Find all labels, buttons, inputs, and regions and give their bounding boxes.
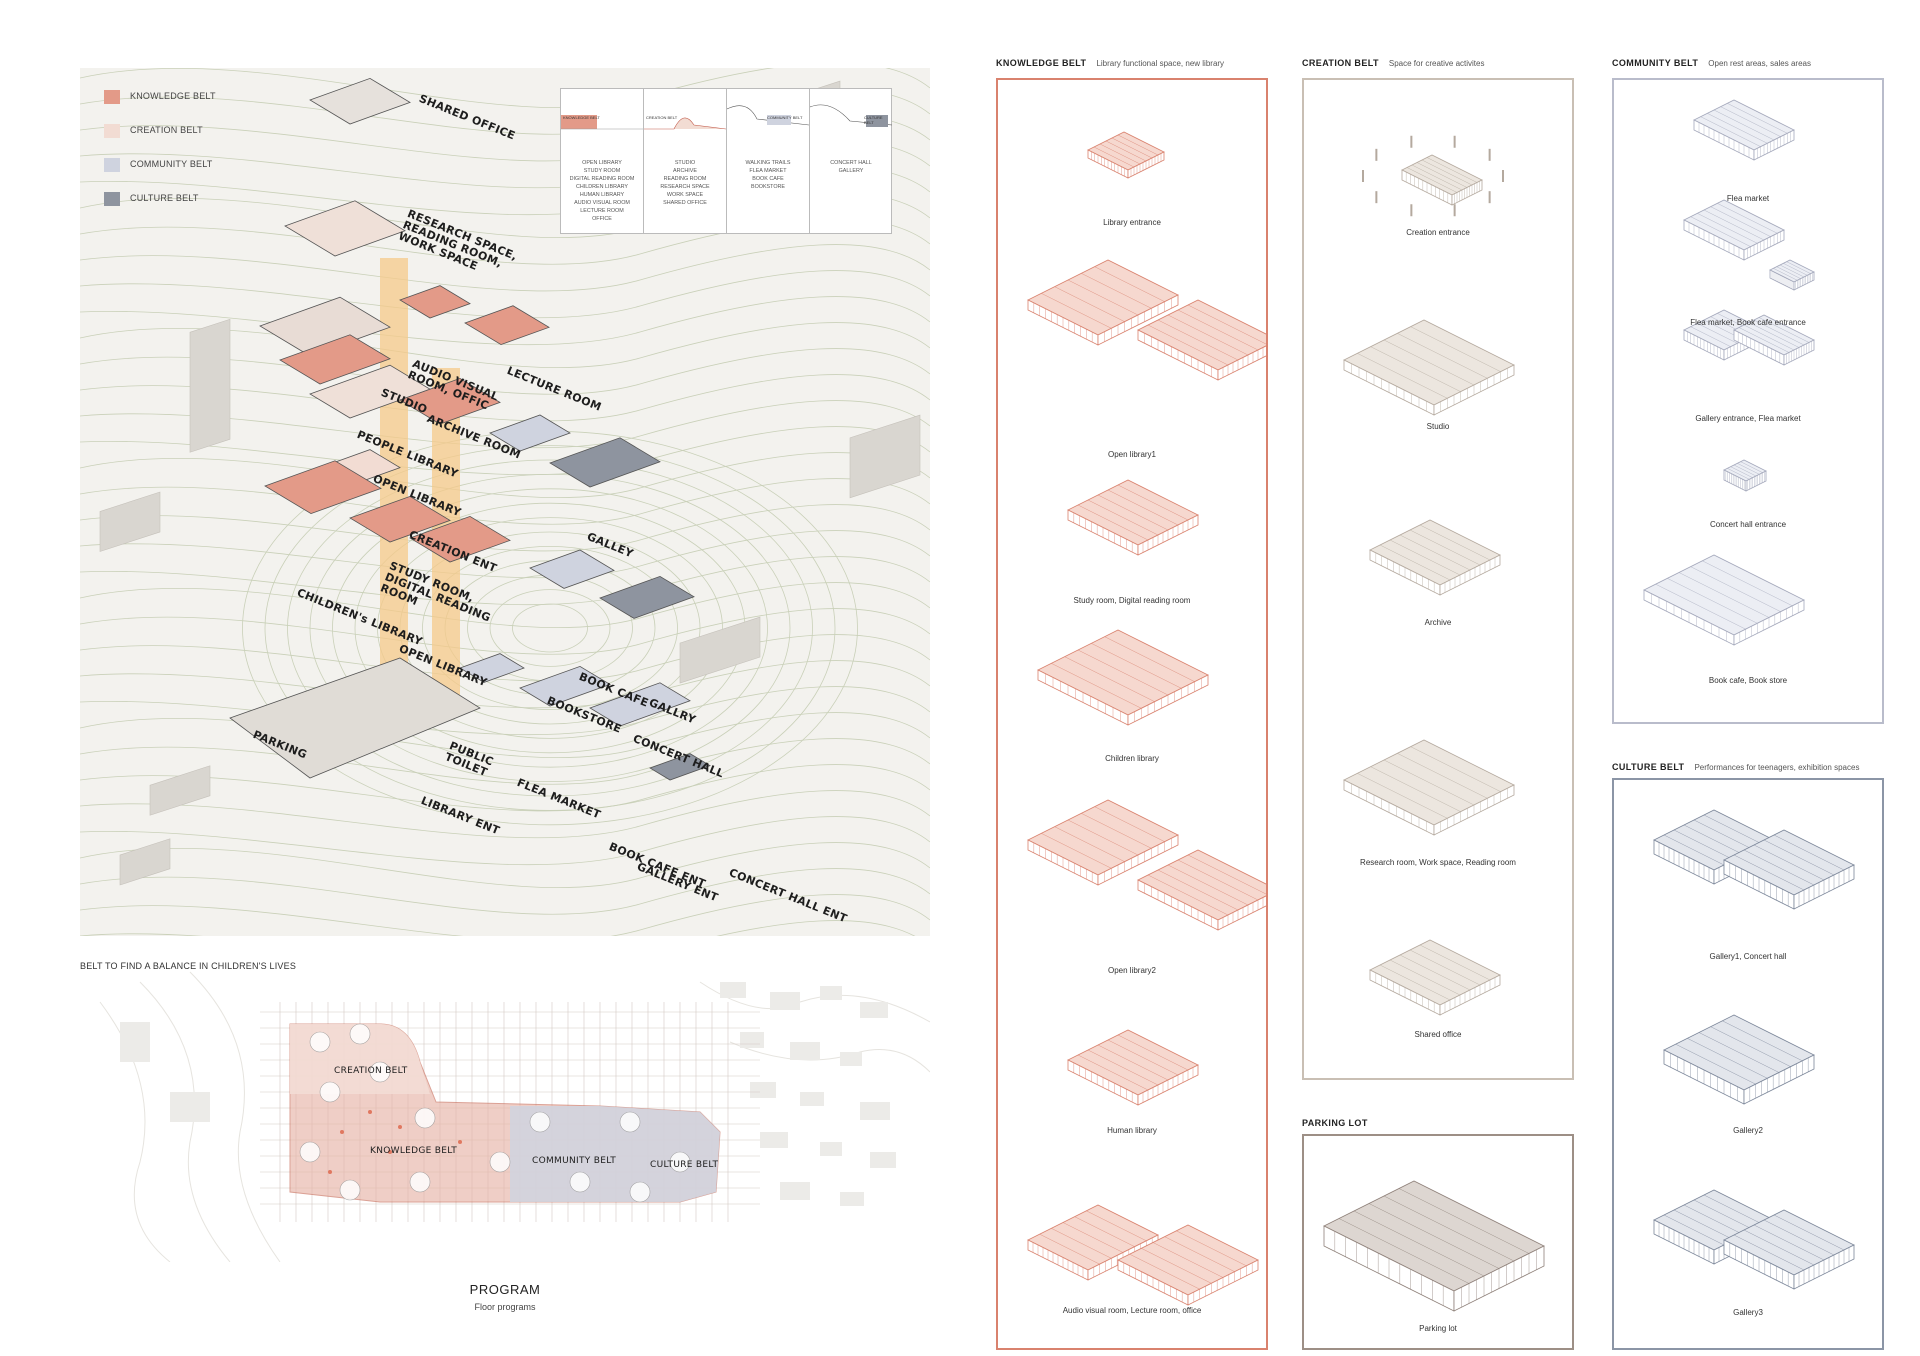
- caption-archive: Archive: [1424, 618, 1452, 627]
- creation-iso-drawings: [1343, 135, 1515, 1016]
- creation-belt-panel: Creation entrance Studio Archive Researc…: [1302, 78, 1574, 1080]
- culture-belt-panel: Gallery1, Concert hall Gallery2 Gallery3: [1612, 778, 1884, 1350]
- site-axonometric-map: KNOWLEDGE BELT CREATION BELT COMMUNITY B…: [80, 68, 930, 936]
- caption-flea-market-book-cafe: Flea market, Book cafe entrance: [1690, 318, 1806, 327]
- caption-children-library: Children library: [1105, 754, 1159, 763]
- section-title-culture: CULTURE BELT: [864, 115, 883, 125]
- community-belt-panel: Flea market Flea market, Book cafe entra…: [1612, 78, 1884, 724]
- culture-iso-drawings: [1653, 809, 1855, 1290]
- floor-plan-diagram: CREATION BELT KNOWLEDGE BELT COMMUNITY B…: [80, 962, 930, 1262]
- plan-title: BELT TO FIND A BALANCE IN CHILDREN'S LIV…: [80, 961, 297, 971]
- legend-creation: CREATION BELT: [104, 124, 254, 140]
- site-contour-drawing: [80, 68, 930, 936]
- legend-community-label: COMMUNITY BELT: [130, 159, 213, 169]
- plan-label-creation: CREATION BELT: [334, 1066, 408, 1076]
- caption-shared-office: Shared office: [1414, 1030, 1462, 1039]
- knowledge-belt-panel: Library entrance Open library1 Study roo…: [996, 78, 1268, 1350]
- legend-knowledge-label: KNOWLEDGE BELT: [130, 91, 216, 101]
- parking-iso-drawing: [1323, 1180, 1545, 1312]
- legend-culture: CULTURE BELT: [104, 192, 254, 208]
- section-title-creation: CREATION BELT: [646, 115, 678, 120]
- section-title-community: COMMUNITY BELT: [767, 115, 803, 120]
- plan-label-knowledge: KNOWLEDGE BELT: [370, 1146, 458, 1156]
- program-subtitle: Floor programs: [474, 1302, 536, 1312]
- caption-gallery-entrance: Gallery entrance, Flea market: [1695, 414, 1801, 423]
- plan-label-culture: CULTURE BELT: [650, 1160, 719, 1170]
- floor-plan-drawing: [99, 971, 930, 1262]
- caption-creation-entrance: Creation entrance: [1406, 228, 1470, 237]
- legend-creation-label: CREATION BELT: [130, 125, 203, 135]
- caption-study-room: Study room, Digital reading room: [1073, 596, 1191, 605]
- program-title: PROGRAM: [469, 1282, 541, 1297]
- caption-concert-hall-entrance: Concert hall entrance: [1709, 520, 1787, 529]
- caption-studio: Studio: [1426, 422, 1450, 431]
- caption-gallery2: Gallery2: [1733, 1126, 1763, 1135]
- section-title-knowledge: KNOWLEDGE BELT: [563, 115, 600, 120]
- parking-lot-panel: Parking lot: [1302, 1134, 1574, 1350]
- caption-open-library1: Open library1: [1107, 450, 1157, 459]
- caption-parking-lot: Parking lot: [1419, 1324, 1457, 1333]
- legend-knowledge: KNOWLEDGE BELT: [104, 90, 254, 106]
- plan-label-community: COMMUNITY BELT: [532, 1156, 617, 1166]
- caption-flea-market: Flea market: [1726, 194, 1770, 203]
- community-iso-drawings: [1643, 99, 1815, 646]
- caption-gallery1: Gallery1, Concert hall: [1709, 952, 1787, 961]
- caption-gallery3: Gallery3: [1733, 1308, 1763, 1317]
- parking-lot-header: PARKING LOT: [1302, 1118, 1368, 1128]
- legend-culture-label: CULTURE BELT: [130, 193, 199, 203]
- caption-audio-visual-room: Audio visual room, Lecture room, office: [1062, 1306, 1202, 1315]
- legend-community: COMMUNITY BELT: [104, 158, 254, 174]
- caption-library-entrance: Library entrance: [1103, 218, 1161, 227]
- caption-human-library: Human library: [1107, 1126, 1157, 1135]
- caption-research-room: Research room, Work space, Reading room: [1360, 858, 1516, 867]
- caption-open-library2: Open library2: [1107, 966, 1157, 975]
- knowledge-iso-drawings: [1027, 131, 1266, 1306]
- caption-book-cafe-store: Book cafe, Book store: [1708, 676, 1788, 685]
